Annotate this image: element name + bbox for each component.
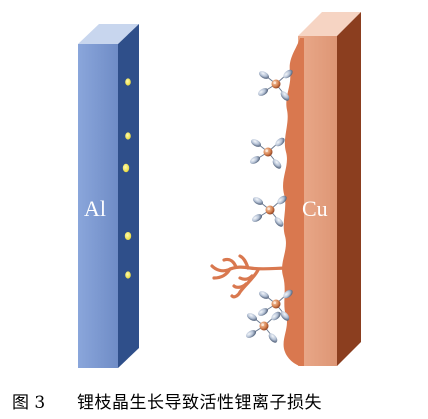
al-plate-top — [78, 24, 139, 44]
al-deposit-dot — [125, 132, 131, 140]
lithium-ion-solvation-icon — [256, 67, 295, 103]
al-plate-side — [118, 24, 139, 368]
figure-caption-text: 锂枝晶生长导致活性锂离子损失 — [77, 393, 322, 413]
cu-plate-front — [298, 36, 337, 366]
lithium-ion-solvation-icon — [250, 193, 289, 229]
cu-current-collector — [210, 12, 361, 366]
al-deposit-dot — [125, 78, 131, 86]
al-deposit-dot — [125, 271, 131, 279]
al-current-collector — [78, 24, 139, 368]
figure-number: 图 3 — [12, 393, 46, 413]
cu-plate-side — [337, 12, 361, 366]
al-plate-label: Al — [84, 196, 106, 221]
al-plate-front — [78, 44, 118, 368]
lithium-dendrite — [210, 254, 292, 299]
cu-plate-top — [298, 12, 361, 36]
cu-plate-label: Cu — [302, 196, 328, 221]
al-deposit-dot — [124, 232, 132, 240]
lithium-deposit-layer — [282, 38, 304, 366]
lithium-ion-solvation-icon — [248, 135, 287, 171]
al-deposit-dot — [122, 163, 130, 173]
